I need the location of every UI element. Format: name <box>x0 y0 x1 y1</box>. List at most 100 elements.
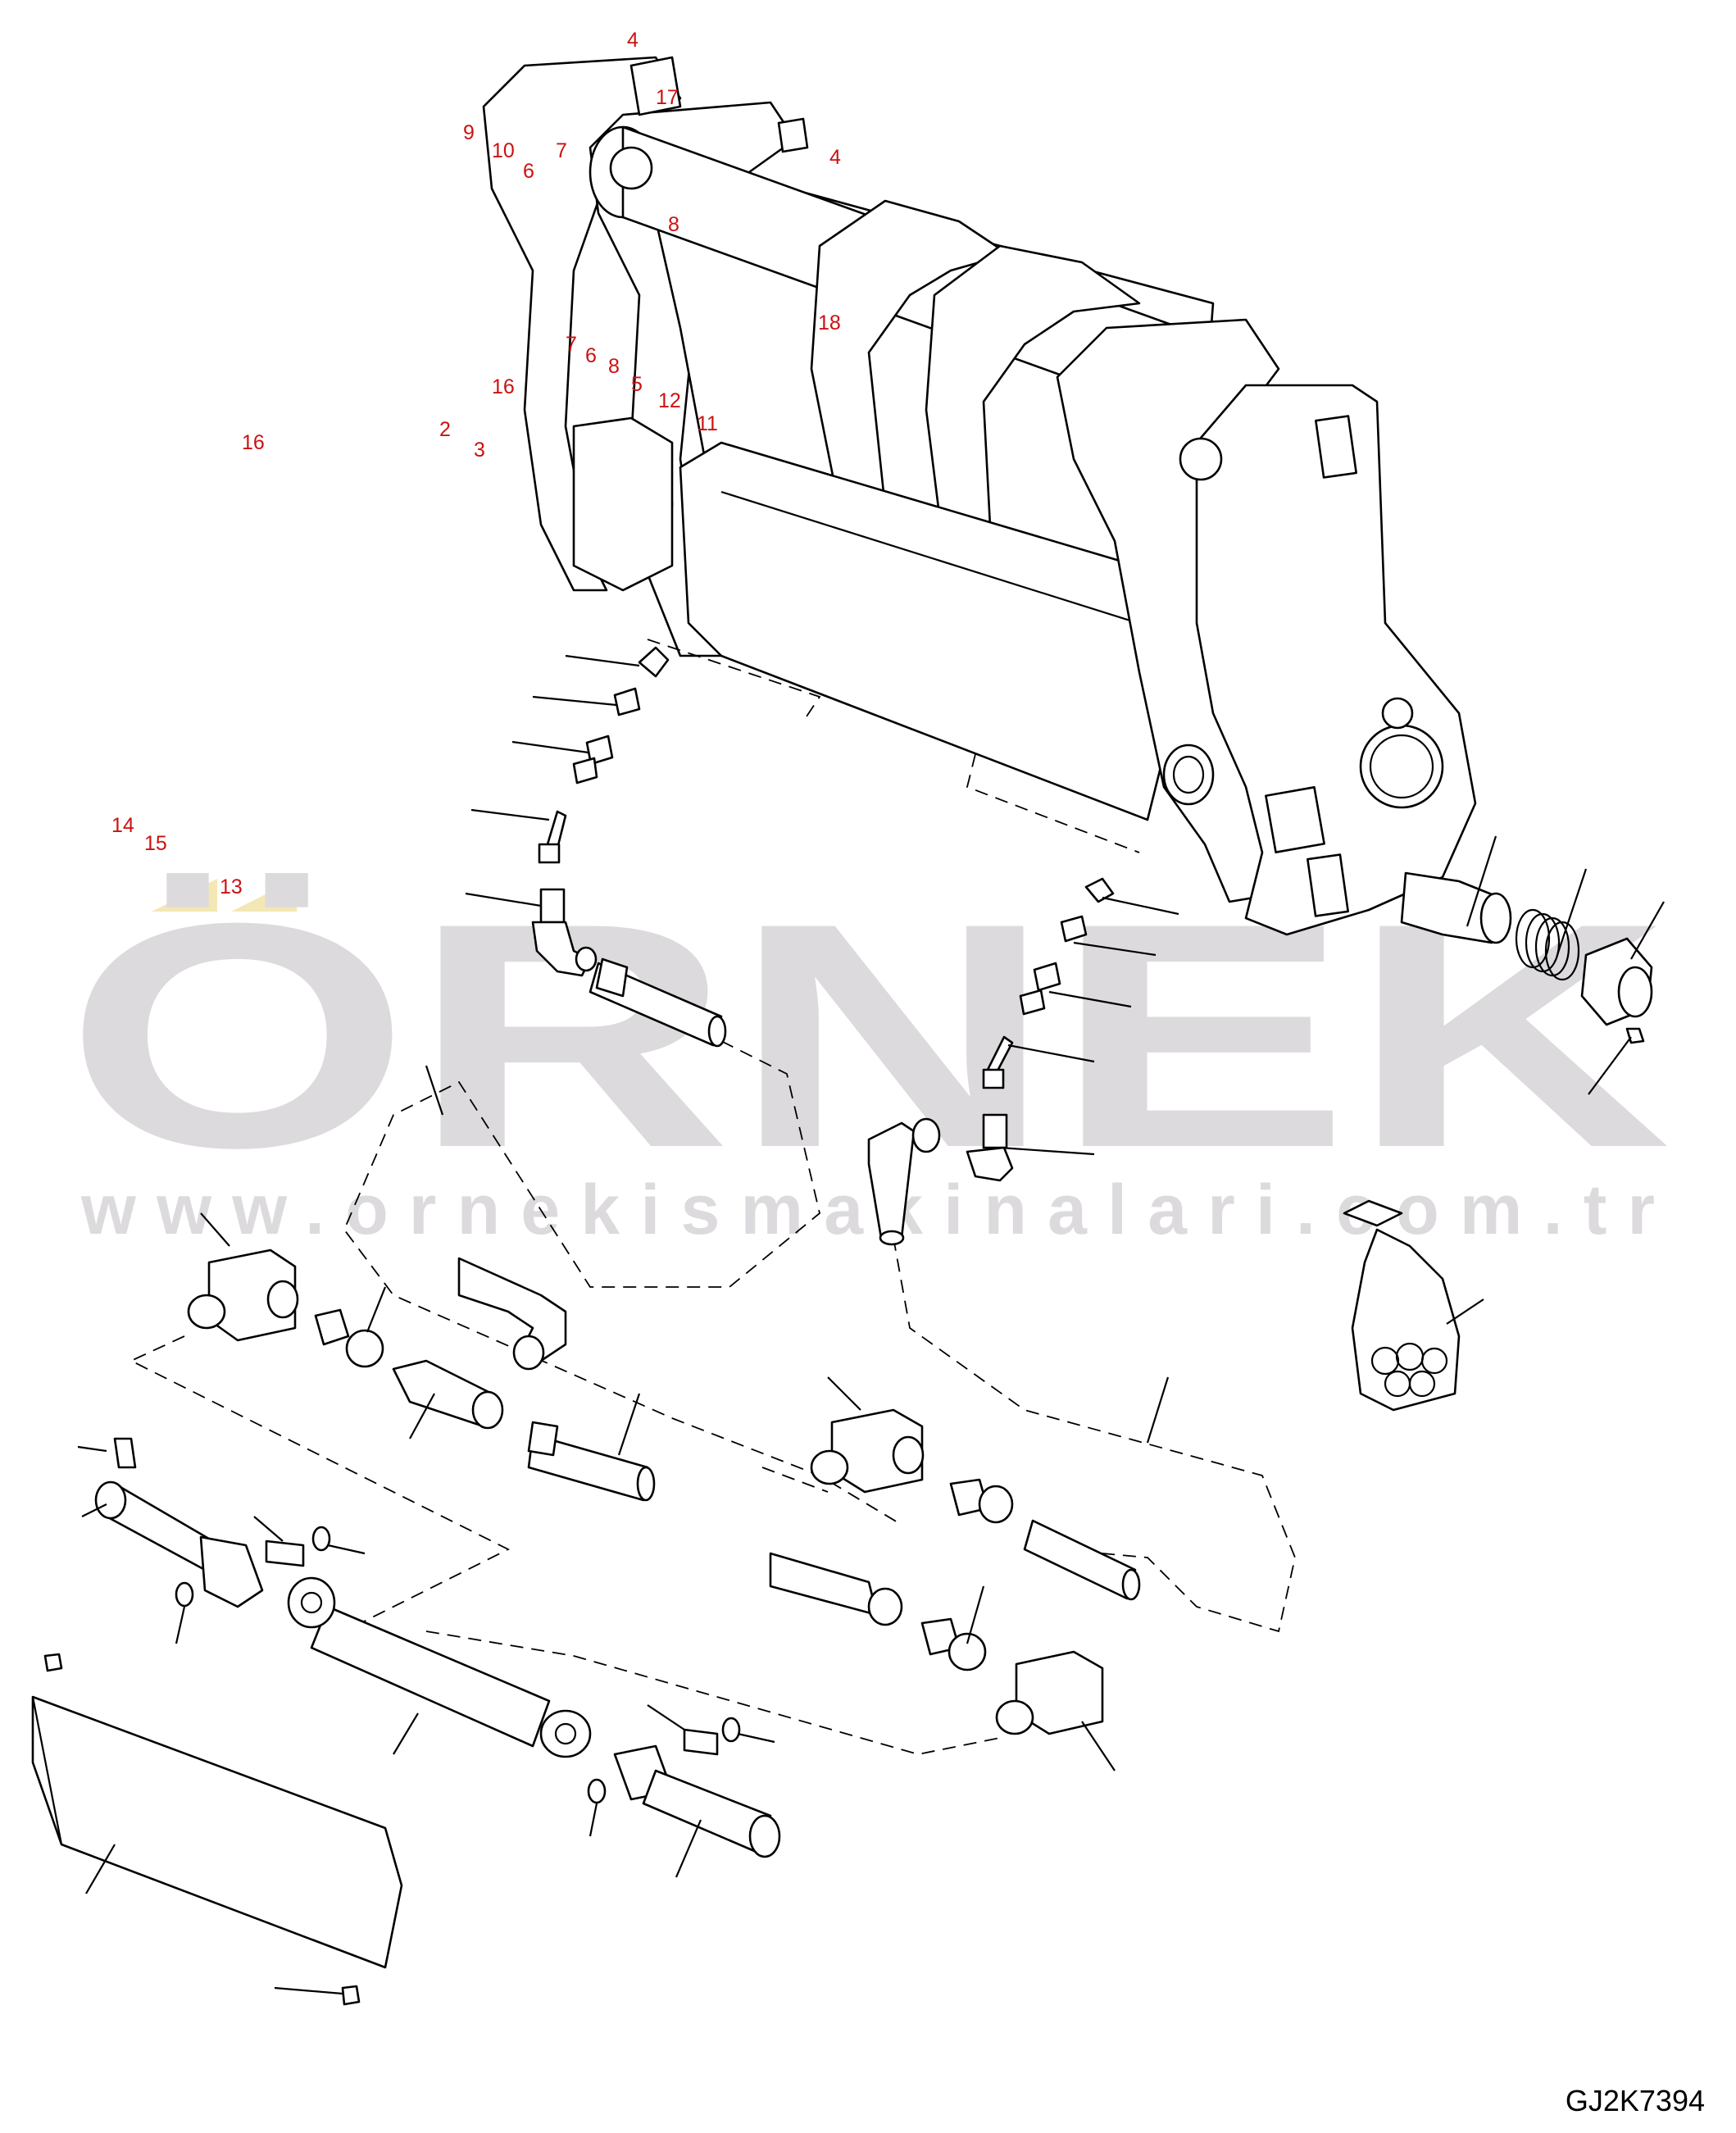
union-left-a <box>345 1329 384 1368</box>
upper-left-eye <box>609 146 653 190</box>
callout-15: 15 <box>144 832 167 855</box>
callout-18: 18 <box>818 312 841 334</box>
guard-bolt-top <box>43 1653 63 1672</box>
grease-nipple <box>113 1437 137 1469</box>
callout-4-top: 4 <box>627 29 639 52</box>
bent-tube-left <box>546 810 567 850</box>
callout-8b: 8 <box>608 355 620 378</box>
callout-4b: 4 <box>829 146 841 169</box>
elbow-left-end <box>575 946 598 972</box>
flange-boss <box>1617 966 1653 1018</box>
guard-plate-edge <box>31 1696 63 1845</box>
union-fitting-center-2 <box>1033 962 1061 992</box>
leader-lines <box>77 654 1665 1995</box>
callout-7b: 7 <box>566 333 577 356</box>
union-fitting-left-1 <box>613 687 641 716</box>
pin-lower-end <box>748 1814 781 1858</box>
right-plate-flange <box>1265 786 1325 853</box>
callout-numbers: 4 17 9 10 7 6 4 8 18 7 6 8 5 12 16 11 16… <box>111 29 841 898</box>
hose-left-end <box>707 1015 727 1048</box>
hose-right-b <box>769 1552 879 1617</box>
hose-left-nut <box>595 957 629 998</box>
drawing-code: GJ2K7394 <box>1566 2084 1705 2117</box>
tee-block-right-bottom-port <box>995 1699 1034 1735</box>
spring <box>1515 908 1580 981</box>
union-fitting-left-2 <box>585 734 614 766</box>
bag-body <box>1351 1228 1461 1412</box>
callout-7a: 7 <box>556 139 567 162</box>
elbow-fitting-top-center <box>1084 877 1115 903</box>
hose-right-a <box>1023 1519 1137 1600</box>
clevis-upper <box>199 1535 264 1608</box>
callout-8a: 8 <box>668 213 679 236</box>
hose-right-b-nut <box>867 1587 903 1626</box>
callout-5: 5 <box>631 373 643 396</box>
top-clip <box>777 117 809 153</box>
right-plate-window-bottom <box>1307 853 1349 917</box>
lower-box-edge <box>720 490 1165 633</box>
top-bracket <box>629 56 682 116</box>
callout-13: 13 <box>220 875 243 898</box>
cylinder-assembly <box>94 1437 781 1858</box>
watermark-accent-right <box>231 879 297 912</box>
o-ring-upper-a <box>311 1526 331 1552</box>
right-plate-window-top <box>1315 415 1357 479</box>
tee-block-right-top-port <box>810 1449 849 1485</box>
right-plate-eye-inner <box>1369 734 1434 799</box>
hose-curved-end <box>512 1335 545 1371</box>
tee-block-left-side <box>266 1280 299 1319</box>
guard-plate-body <box>31 1695 403 1969</box>
pin-upper-left-end <box>94 1480 127 1520</box>
center-hose-set <box>867 877 1115 1246</box>
union-right-a <box>978 1485 1014 1524</box>
callout-10: 10 <box>492 139 515 162</box>
hose-center-end <box>879 1230 905 1246</box>
callout-16a: 16 <box>492 375 515 398</box>
callout-12: 12 <box>658 389 681 412</box>
adapter-left <box>539 888 566 924</box>
lower-left-valve-set <box>187 1248 656 1502</box>
callout-2: 2 <box>439 418 451 441</box>
callout-14: 14 <box>111 814 134 837</box>
bushing-upper <box>265 1539 305 1567</box>
o-ring-lower-a <box>721 1717 741 1743</box>
right-plate-eye <box>1359 724 1444 809</box>
cylinder-rod-eye-bore <box>300 1591 323 1614</box>
adapter-center <box>982 1113 1008 1149</box>
bag-tie <box>1343 1199 1403 1227</box>
main-frame <box>482 56 1477 936</box>
callout-16b: 16 <box>242 431 265 454</box>
cylinder-base-eye <box>539 1709 592 1758</box>
bushing-lower <box>683 1728 719 1756</box>
hose-curved <box>457 1257 567 1362</box>
cylinder-rod-eye <box>287 1576 336 1629</box>
nut-left <box>538 843 561 864</box>
tee-block-left-port <box>187 1294 226 1330</box>
right-plate-lug <box>1381 697 1414 730</box>
callout-11: 11 <box>697 412 718 435</box>
union-fitting-center-3 <box>1019 989 1046 1016</box>
callout-9: 9 <box>463 121 475 144</box>
callout-6b: 6 <box>585 344 597 367</box>
guard-plate <box>31 1653 403 2006</box>
o-ring-upper-b <box>175 1581 194 1608</box>
callout-17: 17 <box>656 86 679 109</box>
callout-3: 3 <box>474 439 485 462</box>
callout-6a: 6 <box>523 160 534 183</box>
parts-bag <box>1343 1199 1461 1412</box>
watermark-accent-left <box>152 879 217 912</box>
hose-center-nut <box>911 1117 941 1153</box>
right-pin-group <box>1400 871 1653 1044</box>
left-block <box>572 416 674 592</box>
nut-center <box>982 1068 1005 1089</box>
union-fitting-left-3 <box>572 757 598 785</box>
left-hose-set <box>531 646 727 1048</box>
tee-block-right-top-side <box>892 1435 925 1475</box>
union-fitting-center-1 <box>1060 915 1088 943</box>
cylinder-base-eye-bore <box>554 1722 577 1745</box>
cylinder-barrel <box>310 1605 551 1748</box>
lower-right-valve-set <box>769 1408 1141 1735</box>
elbow-fitting-top-left <box>638 646 670 678</box>
o-ring-lower-b <box>587 1778 607 1804</box>
